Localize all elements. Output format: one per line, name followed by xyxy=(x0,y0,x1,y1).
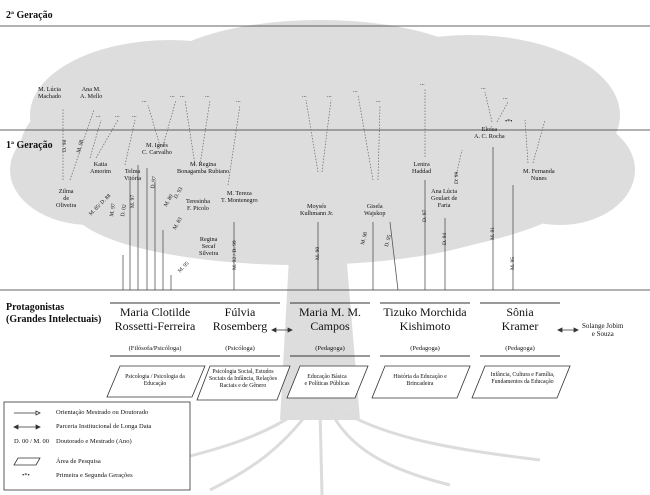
second-gen-person: Ana M. A. Mello xyxy=(80,86,103,101)
second-gen-dots: ... xyxy=(115,112,120,119)
first-gen-person: M. Regina Bonagamba Rubiano xyxy=(177,161,230,176)
second-gen-dots: ... xyxy=(96,112,101,119)
second-gen-dots: ... xyxy=(142,97,147,104)
second-gen-dots: ... xyxy=(205,92,210,99)
first-gen-person: Katia Amorim xyxy=(90,161,111,176)
protagonist-role: (Psicóloga) xyxy=(225,345,255,352)
protagonist-name: Tizuko Morchida Kishimoto xyxy=(383,305,467,333)
first-gen-person: Moysés Kulhmann Jr. xyxy=(300,203,334,218)
first-gen-person: Regina Secaf Silveira xyxy=(199,236,219,258)
protagonist-role: (Filósofa/Psicóloga) xyxy=(128,345,182,352)
research-area: Psicologia / Psicologia da Educação xyxy=(125,374,185,387)
both-generations-marker: •*• xyxy=(505,118,513,125)
degree-label: M. 97 xyxy=(130,194,136,208)
second-gen-dots: ... xyxy=(481,84,486,91)
degree-label: M. 90 xyxy=(315,246,321,260)
first-gen-person: Telma Vitória xyxy=(124,168,142,183)
protagonist-role: (Pedagoga) xyxy=(315,345,345,352)
second-gen-dots: ... xyxy=(353,87,358,94)
second-gen-dots: ... xyxy=(503,94,508,101)
second-gen-dots: ... xyxy=(170,92,175,99)
first-gen-person: Gisela Wajskop xyxy=(364,203,386,218)
second-gen-dots: ... xyxy=(376,97,381,104)
legend-degree: Doutorado e Mestrado (Ano) xyxy=(56,438,132,445)
research-area: Psicologia Social, Estudos Sociais da In… xyxy=(209,369,277,389)
first-gen-person: M. Ignês C. Carvalho xyxy=(142,142,172,157)
first-gen-person: Teresinha F. Picolo xyxy=(186,198,210,213)
legend-area: Área de Pesquisa xyxy=(56,458,101,465)
tree-roots xyxy=(129,408,541,495)
protagonist-name: Maria Clotilde Rossetti-Ferreira xyxy=(114,305,196,333)
degree-label: D. 97 xyxy=(422,209,428,222)
first-gen-person: Eloísa A. C. Rocha xyxy=(474,126,505,141)
degree-label: D. 98 xyxy=(62,139,68,152)
first-gen-person: Lenira Haddad xyxy=(412,161,432,176)
first-generation-title: 1ª Geração xyxy=(6,140,53,151)
degree-label: M. 95 xyxy=(510,256,516,270)
research-area: História da Educação e Brincadeira xyxy=(393,374,447,387)
protagonist-role: (Pedagoga) xyxy=(410,345,440,352)
research-area: Educação Básica e Políticas Públicas xyxy=(304,374,350,387)
research-area: Infância, Cultura e Família, Fundamentos… xyxy=(490,372,555,385)
legend-generations: Primeira e Segunda Gerações xyxy=(56,472,133,479)
protagonist-name: Fúlvia Rosemberg xyxy=(212,305,268,333)
legend-generations-symbol: •*• xyxy=(22,472,30,479)
first-gen-person: Ana Lúcia Goulart de Faria xyxy=(431,188,458,210)
protagonist-name: Sônia Kramer xyxy=(501,305,539,333)
partner-name: Solange Jobim e Souza xyxy=(582,322,624,339)
legend-orientation: Orientação Mestrado ou Doutorado xyxy=(56,409,149,416)
degree-label: D. 94 xyxy=(442,232,448,245)
second-gen-person: M. Lúcia Machado xyxy=(38,86,62,101)
second-generation-title: 2ª Geração xyxy=(6,10,53,21)
second-gen-dots: ... xyxy=(327,92,332,99)
protagonist-name: Maria M. M. Campos xyxy=(299,305,361,333)
protagonists-title: Protagonistas (Grandes Intelectuais) xyxy=(6,302,102,325)
legend-partnership: Parceria Institucional de Longa Data xyxy=(56,423,152,430)
second-gen-dots: ... xyxy=(236,97,241,104)
second-gen-dots: ... xyxy=(302,92,307,99)
second-gen-dots: ... xyxy=(420,80,425,87)
degree-label: M. 91 xyxy=(490,226,496,240)
second-gen-dots: ... xyxy=(180,92,185,99)
first-gen-person: Zilma de Oliveira xyxy=(56,188,77,210)
tree-silhouette xyxy=(10,20,635,420)
legend-degree-symbol: D. 00 / M. 00 xyxy=(14,438,50,445)
first-gen-person: M. Fernanda Nunes xyxy=(523,168,555,183)
second-gen-dots: ... xyxy=(132,112,137,119)
first-gen-person: M. Tereza T. Montenegro xyxy=(221,190,258,205)
degree-label: D. 99 xyxy=(454,171,460,184)
degree-label: M. 92 / D. 99 xyxy=(232,240,238,270)
protagonist-role: (Pedagoga) xyxy=(505,345,535,352)
